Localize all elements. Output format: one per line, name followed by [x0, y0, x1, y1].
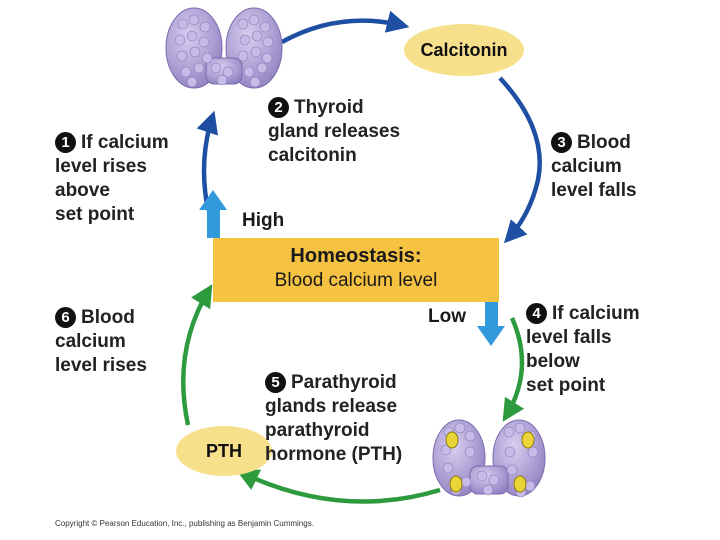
step-1-number: 1 — [55, 132, 76, 153]
step-1-line-2: level rises — [55, 156, 147, 177]
arrow-thyroid-to-calcitonin — [280, 10, 410, 44]
homeostasis-subtitle: Blood calcium level — [274, 270, 438, 291]
step-2-line-2: gland releases — [268, 121, 401, 142]
step-5-line-4: hormone (PTH) — [265, 444, 403, 465]
step-2-line-3: calcitonin — [268, 145, 357, 166]
high-arrow — [199, 190, 227, 238]
step-1-line-1: If calcium — [81, 132, 169, 153]
parathyroid-glands-icon — [432, 419, 546, 498]
step-4-number: 4 — [526, 303, 547, 324]
homeostasis-box: Homeostasis: Blood calcium level — [213, 238, 499, 302]
arrow-fall-to-parathyroid — [502, 317, 525, 422]
step-6-line-2: calcium — [55, 331, 126, 352]
step-5-line-3: parathyroid — [265, 420, 370, 441]
step-2-line-1: Thyroid — [294, 97, 364, 118]
step-3-number: 3 — [551, 132, 572, 153]
step-5-number: 5 — [265, 372, 286, 393]
step-4-line-2: level falls — [526, 327, 612, 348]
pth-label: PTH — [206, 440, 242, 461]
copyright-notice: Copyright © Pearson Education, Inc., pub… — [55, 519, 314, 528]
step-1-line-4: set point — [55, 204, 135, 225]
step-3-line-2: calcium — [551, 156, 622, 177]
homeostasis-title: Homeostasis: — [290, 245, 422, 267]
step-6-line-1: Blood — [81, 307, 135, 328]
thyroid-gland-icon — [165, 7, 283, 89]
low-arrow — [477, 302, 505, 346]
step-5-line-1: Parathyroid — [291, 372, 397, 393]
step-4-line-1: If calcium — [552, 303, 640, 324]
calcitonin-oval: Calcitonin — [404, 24, 524, 76]
step-3-line-1: Blood — [577, 132, 631, 153]
arrow-parathyroid-to-pth — [235, 469, 441, 504]
step-4-line-3: below — [526, 351, 580, 372]
arrow-pth-to-level-rises — [181, 284, 213, 426]
step-6-line-3: level rises — [55, 355, 147, 376]
step-1-line-3: above — [55, 180, 110, 201]
pth-oval: PTH — [176, 426, 272, 476]
arrow-calcitonin-to-level-falls — [498, 76, 542, 244]
low-label: Low — [428, 306, 466, 327]
step-4-line-4: set point — [526, 375, 606, 396]
high-label: High — [242, 210, 285, 231]
step-5-line-2: glands release — [265, 396, 398, 417]
step-2-number: 2 — [268, 97, 289, 118]
calcitonin-label: Calcitonin — [420, 39, 508, 60]
step-3-line-3: level falls — [551, 180, 637, 201]
step-6-number: 6 — [55, 307, 76, 328]
